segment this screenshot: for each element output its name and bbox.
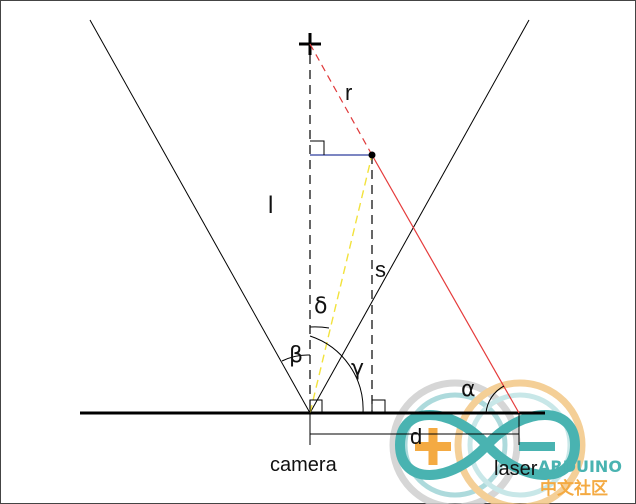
right-angle-object <box>371 399 386 414</box>
watermark-brand: ARDUINO <box>538 457 622 476</box>
label-gamma: γ <box>351 356 364 381</box>
label-d: d <box>410 424 422 449</box>
beta-arc <box>281 354 311 362</box>
label-laser: laser <box>494 458 538 480</box>
camera-fov-right-line <box>309 19 530 414</box>
gamma-arc <box>309 335 364 414</box>
label-beta: β <box>289 343 303 368</box>
label-delta: δ <box>314 294 327 319</box>
label-s: s <box>375 257 386 282</box>
right-angle-camera <box>309 399 323 414</box>
laser-ray-red <box>371 154 520 414</box>
watermark-logo-icon <box>389 379 586 504</box>
label-alpha: α <box>461 377 476 402</box>
object-point <box>368 151 376 159</box>
delta-arc <box>309 326 330 329</box>
r-dashed-line <box>309 43 373 156</box>
label-l: l <box>268 192 273 219</box>
label-r: r <box>345 80 352 105</box>
arduino-watermark: ARDUINO 中文社区 <box>389 379 622 504</box>
camera-fov-left-line <box>89 19 311 414</box>
alpha-arc <box>485 385 505 414</box>
watermark-subtitle: 中文社区 <box>540 478 608 499</box>
right-angle-top <box>310 140 325 155</box>
label-camera: camera <box>270 454 338 476</box>
sight-line-yellow <box>309 154 373 414</box>
